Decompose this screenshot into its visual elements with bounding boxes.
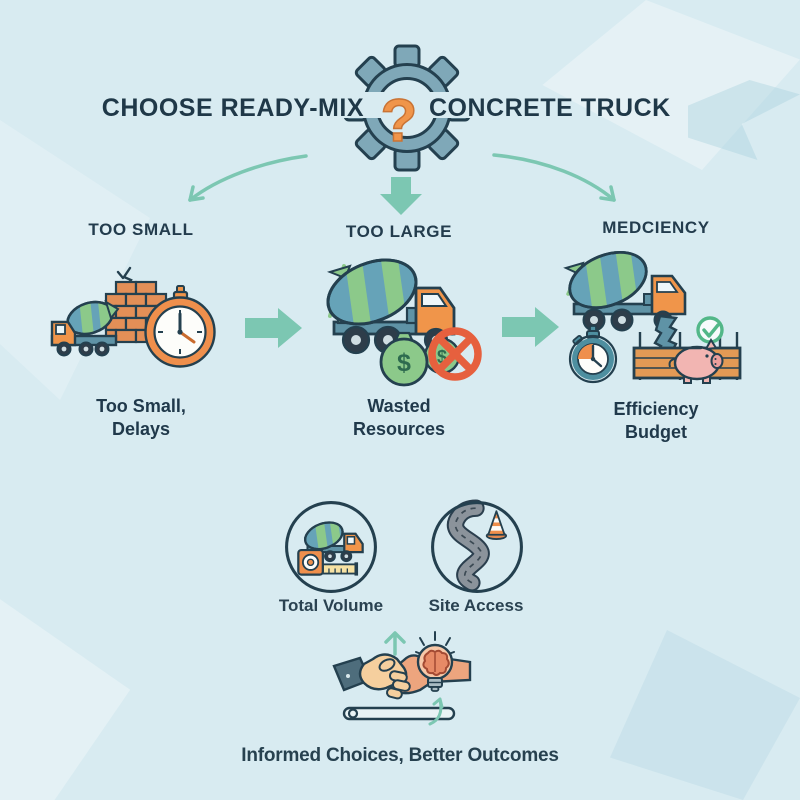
traffic-cone [485, 510, 508, 540]
curved-arrow-right-icon [492, 153, 616, 202]
small-truck-bricks-stopwatch-icon [50, 266, 216, 368]
truck-pouring-budget-piggy-icon [563, 241, 742, 384]
down-arrow-icon [380, 177, 422, 215]
background-polygon [610, 630, 800, 800]
scroll-line [342, 706, 456, 721]
big-mixer-truck-icon [326, 247, 456, 355]
branch-heading-too-small: TOO SMALL [88, 220, 194, 239]
factor-label-site-access: Site Access [428, 596, 524, 615]
title-band [339, 92, 475, 118]
check-circle-icon [696, 316, 724, 344]
factor-circle-border [285, 501, 377, 593]
branch-caption-too-small: Too Small, Delays [96, 396, 186, 439]
factor-circle-border [431, 501, 523, 593]
svg-text:$: $ [397, 349, 411, 377]
small-mixer-truck [304, 517, 364, 563]
up-arrow-icon [384, 631, 406, 656]
branch-heading-too-large: TOO LARGE [345, 222, 453, 241]
idea-bulb-icon [415, 631, 455, 692]
gear-teeth [343, 44, 471, 172]
gear-question-icon: ? [339, 44, 475, 172]
branch-heading-medciency: MEDCIENCY [602, 218, 710, 237]
factor-label-total-volume: Total Volume [278, 596, 384, 615]
prohibition-icon [428, 327, 482, 381]
connector-arrows [188, 153, 616, 215]
page-title-left: CHOOSE READY-MIX [101, 94, 364, 122]
efficiency-stopwatch-icon [568, 325, 618, 384]
small-mixer-truck-icon [50, 296, 120, 357]
right-arrow-icon [502, 307, 559, 347]
handshake-idea-icon [332, 631, 472, 726]
chute [104, 299, 120, 321]
big-truck-money-waste-icon: $ $ [326, 247, 482, 387]
svg-text:$: $ [437, 347, 447, 367]
curved-arrow-left-icon [188, 154, 308, 202]
winding-road-cone-icon [431, 499, 523, 593]
background-polygon [0, 599, 131, 800]
flow-arrows [245, 307, 559, 348]
page-title-right: CONCRETE TRUCK [429, 94, 671, 122]
piggy-bank-icon [668, 338, 724, 384]
stopwatch-icon [144, 285, 216, 368]
measuring-tape [297, 548, 359, 576]
winding-road [446, 499, 490, 592]
branch-caption-medciency: Efficiency Budget [613, 399, 699, 442]
question-mark: ? [381, 87, 418, 154]
right-arrow-icon [245, 308, 302, 348]
curve-arrow-icon [428, 697, 444, 726]
branch-caption-too-large: Wasted Resources [352, 396, 446, 439]
footer-caption: Informed Choices, Better Outcomes [241, 745, 559, 766]
mixer-truck-measuring-tape-icon [285, 501, 377, 593]
